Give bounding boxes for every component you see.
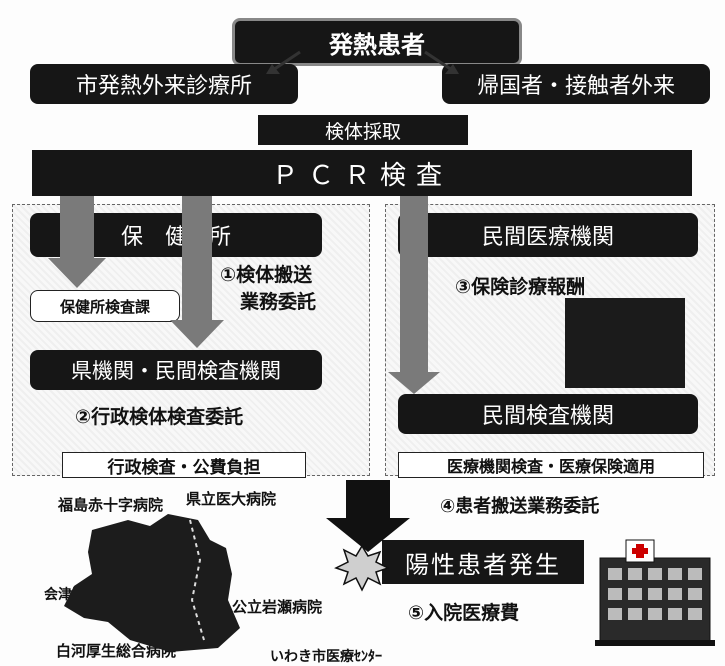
map-label-pref-med-univ: 県立医大病院 (186, 490, 277, 508)
health-center-lab-section: 保健所検査課 (30, 290, 180, 322)
map-label-fukushima-red-cross: 福島赤十字病院 (58, 496, 164, 514)
medical-insurance-footer-label: 医療機関検査・医療保険適用 (446, 457, 655, 476)
insurance-fee-label: ③保険診療報酬 (455, 276, 586, 298)
commission2-label: ②行政検体検査委託 (75, 406, 244, 428)
map-label-iwase: 公立岩瀬病院 (232, 598, 323, 616)
burst-icon (334, 544, 390, 592)
map-label-iwaki: いわき市医療ｾﾝﾀｰ (270, 649, 382, 665)
private-lab: 民間検査機関 (398, 394, 698, 434)
insurance-fee: ③保険診療報酬 (455, 272, 585, 299)
administrative-test-footer: 行政検査・公費負担 (62, 452, 306, 478)
dark-photo-block (565, 298, 685, 388)
prefecture-private-lab: 県機関・民間検査機関 (30, 350, 322, 390)
pcr-test-label: ＰＣＲ検査 (271, 160, 452, 191)
fever-patient-header: 発熱患者 (232, 18, 522, 66)
positive-patient: 陽性患者発生 (382, 540, 584, 584)
administrative-specimen-commission: ②行政検体検査委託 (75, 402, 243, 429)
commission1-line1: ①検体搬送 (220, 264, 313, 286)
private-medical-institution: 民間医療機関 (398, 213, 698, 257)
prefecture-private-lab-label: 県機関・民間検査機関 (71, 359, 281, 383)
map-divider (189, 519, 205, 641)
specimen-sampling-label: 検体採取 (324, 120, 401, 143)
map-label-shirakawa: 白河厚生総合病院 (56, 642, 177, 660)
health-center: 保 健 所 (30, 213, 322, 257)
returnee-contact-clinic-label: 帰国者・接触者外来 (476, 74, 675, 99)
private-lab-label: 民間検査機関 (481, 404, 614, 429)
private-medical-institution-label: 民間医療機関 (481, 225, 614, 250)
hospital-building-icon (595, 539, 715, 646)
specimen-sampling: 検体採取 (258, 115, 468, 145)
specimen-transport-commission: ①検体搬送 業務委託 (220, 262, 316, 316)
hospitalization-cost-label: ⑤入院医療費 (408, 602, 520, 624)
hospitalization-cost: ⑤入院医療費 (408, 598, 519, 625)
administrative-test-footer-label: 行政検査・公費負担 (107, 457, 261, 478)
map-label-aizu: 会津医療ｾﾝﾀｰ (44, 587, 128, 603)
fever-patient-label: 発熱患者 (329, 30, 425, 59)
city-fever-clinic: 市発熱外来診療所 (30, 64, 298, 104)
medical-insurance-footer: 医療機関検査・医療保険適用 (398, 452, 704, 478)
patient-transport-label: ④患者搬送業務委託 (440, 496, 600, 517)
health-center-lab-label: 保健所検査課 (59, 297, 150, 316)
commission1-line2: 業務委託 (240, 291, 317, 313)
returnee-contact-clinic: 帰国者・接触者外来 (442, 64, 710, 104)
city-fever-clinic-label: 市発熱外来診療所 (75, 74, 252, 99)
health-center-label: 保 健 所 (120, 225, 231, 250)
positive-patient-label: 陽性患者発生 (405, 550, 561, 579)
fukushima-map (64, 514, 240, 652)
patient-transport-commission: ④患者搬送業務委託 (440, 492, 599, 518)
pcr-test-bar: ＰＣＲ検査 (32, 150, 692, 196)
